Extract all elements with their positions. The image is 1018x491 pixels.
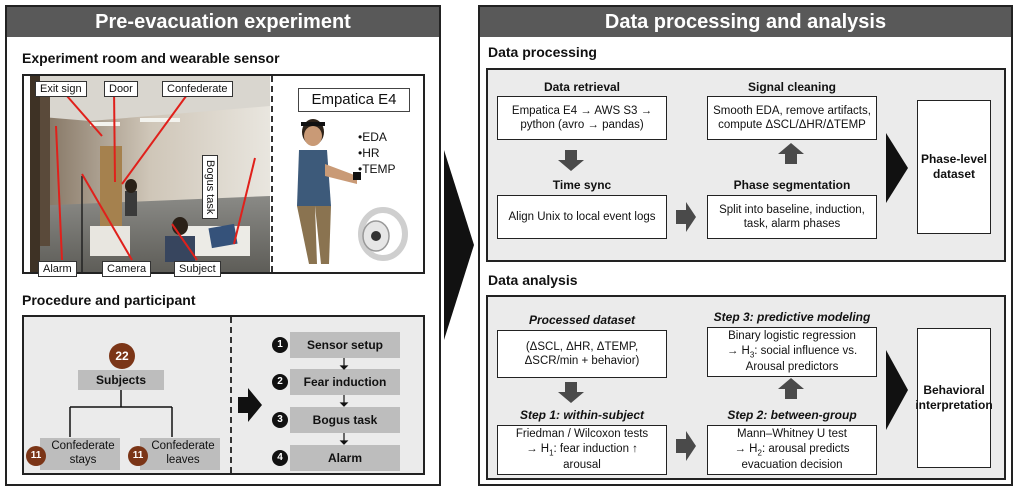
phase-output-line-1: Phase-level — [920, 152, 988, 166]
step-4-pill: Alarm — [290, 445, 400, 471]
subjects-tree-lines — [69, 390, 173, 437]
processed-line-2: ΔSCR/min + behavior) — [524, 355, 640, 367]
sensor-signal-hr: •HR — [358, 146, 380, 160]
step2-head: Step 2: between-group — [727, 408, 857, 422]
step2-box: Mann–Whitney U test → H2: arousal predic… — [707, 425, 877, 475]
wristband-image — [358, 207, 408, 261]
group-a-box — [40, 438, 120, 470]
step1-head: Step 1: within-subject — [519, 408, 644, 422]
label-door: Door — [104, 81, 138, 97]
step2-line-3: evacuation decision — [741, 459, 843, 472]
phase-level-dataset-box: Phase-level dataset — [917, 100, 991, 234]
step-1-number: 1 — [272, 337, 288, 353]
processed-head: Processed dataset — [528, 313, 636, 327]
step1-line-3: arousal — [563, 459, 601, 472]
sensor-name: Empatica E4 — [298, 88, 410, 112]
step3-line-3: Arousal predictors — [745, 361, 839, 374]
step-3-number: 3 — [272, 412, 288, 428]
step-3-pill: Bogus task — [290, 407, 400, 433]
analysis-title: Data analysis — [488, 272, 578, 288]
step1-line-2: → H1: fear induction ↑ — [526, 442, 638, 458]
retrieval-box: Empatica E4 → AWS S3 → python (avro → pa… — [497, 96, 667, 140]
right-banner: Data processing and analysis — [480, 7, 1011, 37]
retrieval-head: Data retrieval — [543, 80, 621, 94]
step3-box: Binary logistic regression → H3: social … — [707, 327, 877, 377]
behavior-output-line-1: Behavioral — [923, 383, 985, 397]
group-b-label-2: leaves — [166, 454, 200, 466]
center-flow-arrow — [444, 150, 474, 340]
group-a-label-1: Confederate — [51, 440, 115, 452]
processing-title: Data processing — [488, 44, 597, 60]
cleaning-line-2: compute ΔSCL/ΔHR/ΔTEMP — [718, 119, 866, 131]
label-subject: Subject — [174, 261, 221, 277]
retrieval-line-2: python (avro → pandas) — [520, 119, 644, 131]
processed-line-1: (ΔSCL, ΔHR, ΔTEMP, — [525, 340, 639, 353]
sync-line-1: Align Unix to local event logs — [508, 210, 656, 223]
room-divider — [271, 76, 273, 272]
behavior-output-line-2: interpretation — [915, 398, 993, 412]
pointer-lines — [55, 87, 256, 261]
label-exit-sign: Exit sign — [35, 81, 87, 97]
subjects-total-circle: 22 — [109, 343, 135, 369]
analysis-arrows — [558, 350, 908, 461]
processed-box: (ΔSCL, ΔHR, ΔTEMP, ΔSCR/min + behavior) — [497, 330, 667, 378]
label-camera: Camera — [102, 261, 152, 277]
label-confederate: Confederate — [162, 81, 233, 97]
left-banner: Pre-evacuation experiment — [7, 7, 439, 37]
group-b-count-circle: 11 — [128, 446, 148, 466]
cleaning-head: Signal cleaning — [747, 80, 837, 94]
room-title: Experiment room and wearable sensor — [22, 50, 280, 66]
person-wearing-sensor — [297, 119, 361, 264]
sync-head: Time sync — [552, 178, 612, 192]
segmentation-line-1: Split into baseline, induction, — [719, 203, 865, 216]
cleaning-line-1: Smooth EDA, remove artifacts, — [713, 104, 871, 117]
step3-line-1: Binary logistic regression — [728, 330, 856, 343]
group-b-label-1: Confederate — [151, 440, 215, 452]
step3-head: Step 3: predictive modeling — [713, 310, 871, 324]
behavioral-interpretation-box: Behavioral interpretation — [915, 328, 993, 468]
step3-line-2: → H3: social influence vs. — [726, 344, 858, 360]
procedure-arrow — [238, 388, 262, 422]
step-4-number: 4 — [272, 450, 288, 466]
step1-line-1: Friedman / Wilcoxon tests — [515, 428, 649, 441]
procedure-divider — [230, 317, 232, 473]
processing-arrows — [558, 133, 908, 232]
segmentation-box: Split into baseline, induction, task, al… — [707, 195, 877, 239]
segmentation-line-2: task, alarm phases — [743, 218, 841, 230]
cleaning-box: Smooth EDA, remove artifacts, compute ΔS… — [707, 96, 877, 140]
step-1-pill: Sensor setup — [290, 332, 400, 358]
sensor-signal-temp: •TEMP — [358, 162, 396, 176]
sync-box: Align Unix to local event logs — [497, 195, 667, 239]
subjects-label: Subjects — [78, 370, 164, 390]
step-connectors — [339, 358, 349, 445]
procedure-title: Procedure and participant — [22, 292, 196, 308]
group-b-box — [140, 438, 220, 470]
step-2-pill: Fear induction — [290, 369, 400, 395]
retrieval-line-1: Empatica E4 → AWS S3 → — [511, 104, 653, 117]
group-a-label-2: stays — [69, 454, 97, 466]
step2-line-2: → H2: arousal predicts — [734, 442, 850, 458]
label-bogus-task: Bogus task — [202, 155, 218, 220]
segmentation-head: Phase segmentation — [733, 178, 851, 192]
phase-output-line-2: dataset — [932, 167, 976, 181]
step-2-number: 2 — [272, 374, 288, 390]
sensor-signal-eda: •EDA — [358, 130, 387, 144]
label-alarm: Alarm — [38, 261, 77, 277]
step2-line-1: Mann–Whitney U test — [737, 428, 847, 441]
step1-box: Friedman / Wilcoxon tests → H1: fear ind… — [497, 425, 667, 475]
group-a-count-circle: 11 — [26, 446, 46, 466]
